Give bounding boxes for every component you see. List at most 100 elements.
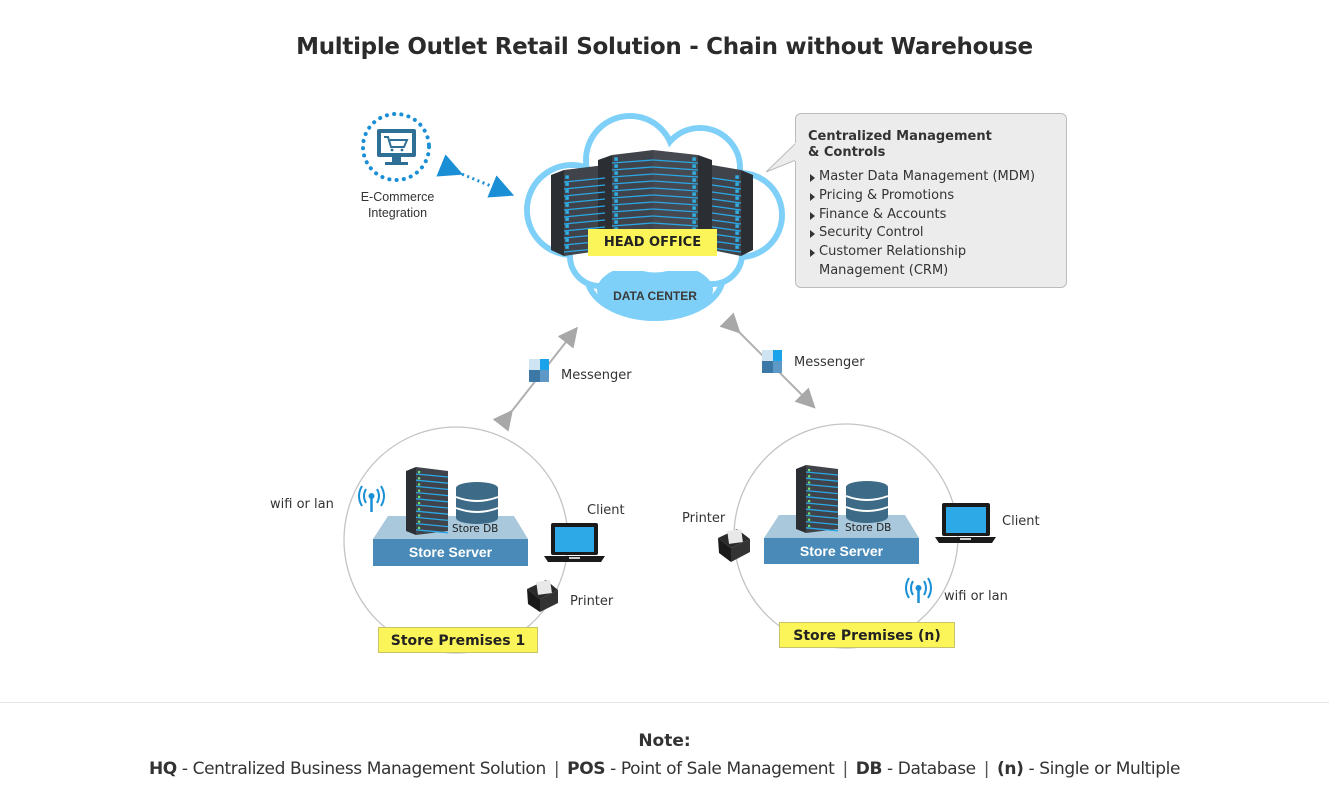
store-1-server-rack [406,467,449,535]
callout-box [795,113,1067,288]
rack-stripe [563,184,606,190]
rack-led [692,178,696,182]
rack-led [614,164,618,168]
rack-stripe [611,187,654,192]
rack-stripe [652,159,699,164]
store-1-client-label: Client [587,503,625,518]
rack-stripe [652,201,699,206]
store-1-tag: Store Premises 1 [378,627,538,653]
rack-led [808,512,811,515]
callout-item-continuation: Management (CRM) [819,262,949,278]
callout-item: Security Control [808,224,1035,243]
rack-led [418,483,421,486]
rack-led [692,185,696,189]
rack-led [692,220,696,224]
rack-led [614,192,618,196]
rack-stripe [711,191,742,197]
rack-led [418,495,421,498]
store-1-db-icon [455,482,499,524]
rack-led [614,185,618,189]
rack-led [735,182,739,186]
rack-led [735,175,739,179]
rack-stripe [611,222,654,227]
rack-stripe [711,212,742,218]
messenger-label: Messenger [561,368,632,383]
store-n-wifi-icon [905,577,932,603]
rack-stripe [652,180,699,185]
rack-led [808,524,811,527]
rack-stripe [652,215,699,220]
callout-pointer-mask [795,143,802,161]
rack-led [808,469,811,472]
rack-stripe [805,502,839,507]
rack-led [808,506,811,509]
rack-led [418,520,421,523]
callout-heading-line1: Centralized Management [808,129,992,144]
rack-stripe [415,504,449,509]
rack-stripe [805,527,839,532]
messenger-label: Messenger [794,355,865,370]
callout-item: Customer Relationship [808,243,1035,262]
rack-stripe [563,198,606,204]
rack-stripe [415,473,449,478]
note-desc-n: - Single or Multiple [1023,759,1181,779]
rack-led [418,471,421,474]
note-separator: | [842,759,848,779]
note-desc-hq: - Centralized Business Management Soluti… [176,759,546,779]
callout-item: Pricing & Promotions [808,187,1035,206]
rack-led [735,196,739,200]
store-n-client-label: Client [1002,514,1040,529]
rack-led [565,224,569,228]
rack-stripe [805,471,839,476]
note-abbr-hq: HQ [148,759,177,779]
ecommerce-icon [361,112,431,182]
diagram-title: Multiple Outlet Retail Solution - Chain … [296,34,1033,60]
rack-stripe [415,516,449,522]
rack-stripe [652,222,699,227]
callout-item: Master Data Management (MDM) [808,168,1035,187]
head-office-label: HEAD OFFICE [588,229,717,256]
rack-led [692,164,696,168]
note-abbr-pos: POS [567,759,606,779]
rack-stripe [563,177,606,183]
store-n-db-label: Store DB [845,522,892,534]
rack-stripe [652,173,699,178]
note-separator: | [983,759,990,779]
rack-stripe [805,508,839,513]
note-title: Note: [638,731,691,751]
rack-stripe [611,166,654,171]
rack-led [735,238,739,242]
rack-led [735,217,739,221]
rack-stripe [563,226,606,232]
store-n-network-label: wifi or lan [944,589,1008,604]
note-separator: | [553,759,560,779]
rack-led [692,213,696,217]
rack-stripe [805,514,839,520]
rack-led [614,157,618,161]
rack-stripe [711,226,742,232]
rack-stripe [711,184,742,190]
ecommerce-label: E-Commerce Integration [345,189,450,221]
rack-stripe [711,219,742,225]
rack-led [565,189,569,193]
rack-stripe [611,215,654,220]
ecommerce-label-line1: E-Commerce [360,190,435,204]
store-1-laptop-icon [544,523,605,562]
callout-heading-line2: & Controls [808,145,886,160]
callout-item: Finance & Accounts [808,206,1035,225]
rack-stripe [563,205,606,211]
rack-stripe [711,205,742,211]
rack-stripe [611,159,654,164]
store-1-printer-label: Printer [570,594,614,609]
note-abbr-n: (n) [997,759,1024,779]
rack-led [808,481,811,484]
rack-stripe [652,166,699,171]
rack-led [614,178,618,182]
rack-stripe [611,180,654,185]
rack-led [418,508,421,511]
section-divider [0,702,1329,703]
callout-list: Master Data Management (MDM) Pricing & P… [808,168,1035,281]
ecommerce-link-arrow [436,154,515,198]
rack-led [565,231,569,235]
ecommerce-label-line2: Integration [367,206,428,220]
